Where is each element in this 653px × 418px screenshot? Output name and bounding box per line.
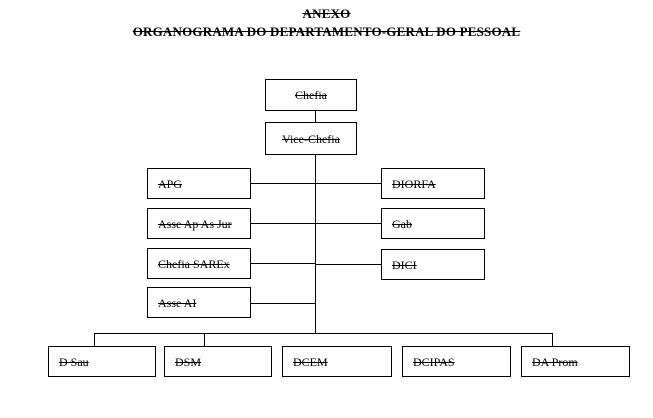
org-box-label: Chefia SAREx <box>158 256 230 271</box>
org-box-label: Gab <box>392 216 412 231</box>
org-box-asse-ap-as-jur: Asse Ap As Jur <box>147 208 251 239</box>
org-box-vice-chefia: Vice-Chefia <box>265 122 357 155</box>
org-box-dcem: DCEM <box>282 346 392 377</box>
org-box-asse-ai: Asse AI <box>147 287 251 318</box>
org-box-label: DIORFA <box>392 176 436 191</box>
org-box-label: Chefia <box>295 88 327 102</box>
org-box-label: DICI <box>392 257 417 272</box>
org-box-label: DCIPAS <box>413 354 455 369</box>
org-box-label: D Sau <box>59 354 89 369</box>
org-box-gab: Gab <box>381 208 485 239</box>
org-box-label: DSM <box>175 354 202 369</box>
org-box-da-prom: DA Prom <box>521 346 630 377</box>
org-box-dcipas: DCIPAS <box>402 346 511 377</box>
org-box-chefia: Chefia <box>265 79 357 111</box>
org-box-label: Vice-Chefia <box>282 131 340 146</box>
document-title: ANEXO <box>302 6 351 21</box>
org-box-label: Asse Ap As Jur <box>158 216 232 231</box>
org-box-diorfa: DIORFA <box>381 168 485 199</box>
org-box-label: APG <box>158 176 183 191</box>
document-subtitle: ORGANOGRAMA DO DEPARTAMENTO-GERAL DO PES… <box>132 24 521 39</box>
org-box-label: DCEM <box>293 354 328 369</box>
org-box-apg: APG <box>147 168 251 199</box>
org-box-dsm: DSM <box>164 346 272 377</box>
org-box-d-sau: D Sau <box>48 346 156 377</box>
org-box-label: Asse AI <box>158 295 197 310</box>
org-box-chefia-sarex: Chefia SAREx <box>147 248 251 279</box>
org-box-dici: DICI <box>381 249 485 280</box>
org-box-label: DA Prom <box>532 354 578 369</box>
